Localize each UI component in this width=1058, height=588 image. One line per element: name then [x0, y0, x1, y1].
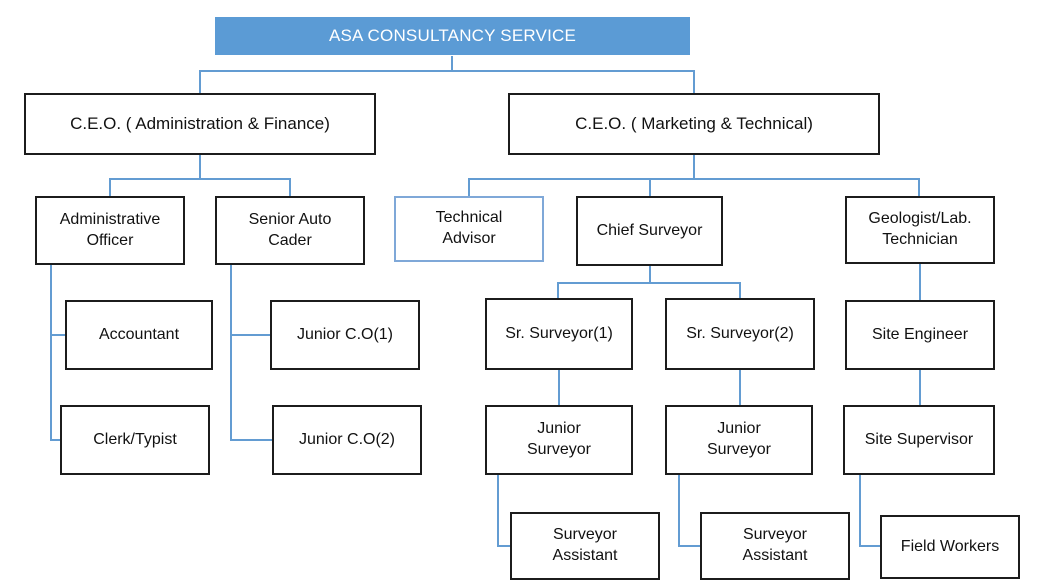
node-accountant: Accountant [65, 300, 213, 370]
node-company-title: ASA CONSULTANCY SERVICE [215, 17, 690, 55]
connector-line [678, 545, 701, 547]
connector-line [497, 475, 499, 547]
node-field-workers: Field Workers [880, 515, 1020, 579]
node-ceo-marketing-technical: C.E.O. ( Marketing & Technical) [508, 93, 880, 155]
connector-line [50, 439, 61, 441]
connector-line [693, 70, 695, 93]
node-senior-auto-cader: Senior Auto Cader [215, 196, 365, 265]
connector-line [199, 70, 695, 72]
connector-line [558, 370, 560, 405]
connector-line [50, 334, 66, 336]
connector-line [693, 155, 695, 179]
connector-line [451, 56, 453, 70]
connector-line [497, 545, 511, 547]
connector-line [468, 178, 470, 196]
node-sr-surveyor-1: Sr. Surveyor(1) [485, 298, 633, 370]
connector-line [468, 178, 920, 180]
connector-line [230, 265, 232, 441]
node-geologist-lab-technician: Geologist/Lab. Technician [845, 196, 995, 264]
connector-line [230, 439, 273, 441]
connector-line [678, 475, 680, 547]
connector-line [859, 545, 881, 547]
connector-line [739, 282, 741, 299]
connector-line [649, 266, 651, 283]
connector-line [649, 178, 651, 196]
node-ceo-administration-finance: C.E.O. ( Administration & Finance) [24, 93, 376, 155]
connector-line [230, 334, 271, 336]
connector-line [739, 370, 741, 405]
node-technical-advisor: Technical Advisor [394, 196, 544, 262]
connector-line [289, 178, 291, 196]
connector-line [199, 155, 201, 179]
node-site-engineer: Site Engineer [845, 300, 995, 370]
node-administrative-officer: Administrative Officer [35, 196, 185, 265]
connector-line [109, 178, 291, 180]
node-chief-surveyor: Chief Surveyor [576, 196, 723, 266]
connector-line [557, 282, 741, 284]
connector-line [557, 282, 559, 299]
node-junior-surveyor-1: Junior Surveyor [485, 405, 633, 475]
node-surveyor-assistant-2: Surveyor Assistant [700, 512, 850, 580]
node-junior-surveyor-2: Junior Surveyor [665, 405, 813, 475]
connector-line [109, 178, 111, 196]
node-clerk-typist: Clerk/Typist [60, 405, 210, 475]
connector-line [918, 178, 920, 196]
connector-line [919, 370, 921, 406]
node-junior-co-2: Junior C.O(2) [272, 405, 422, 475]
connector-line [50, 265, 52, 441]
node-junior-co-1: Junior C.O(1) [270, 300, 420, 370]
connector-line [199, 70, 201, 93]
node-surveyor-assistant-1: Surveyor Assistant [510, 512, 660, 580]
node-site-supervisor: Site Supervisor [843, 405, 995, 475]
connector-line [859, 475, 861, 547]
connector-line [919, 264, 921, 301]
node-sr-surveyor-2: Sr. Surveyor(2) [665, 298, 815, 370]
